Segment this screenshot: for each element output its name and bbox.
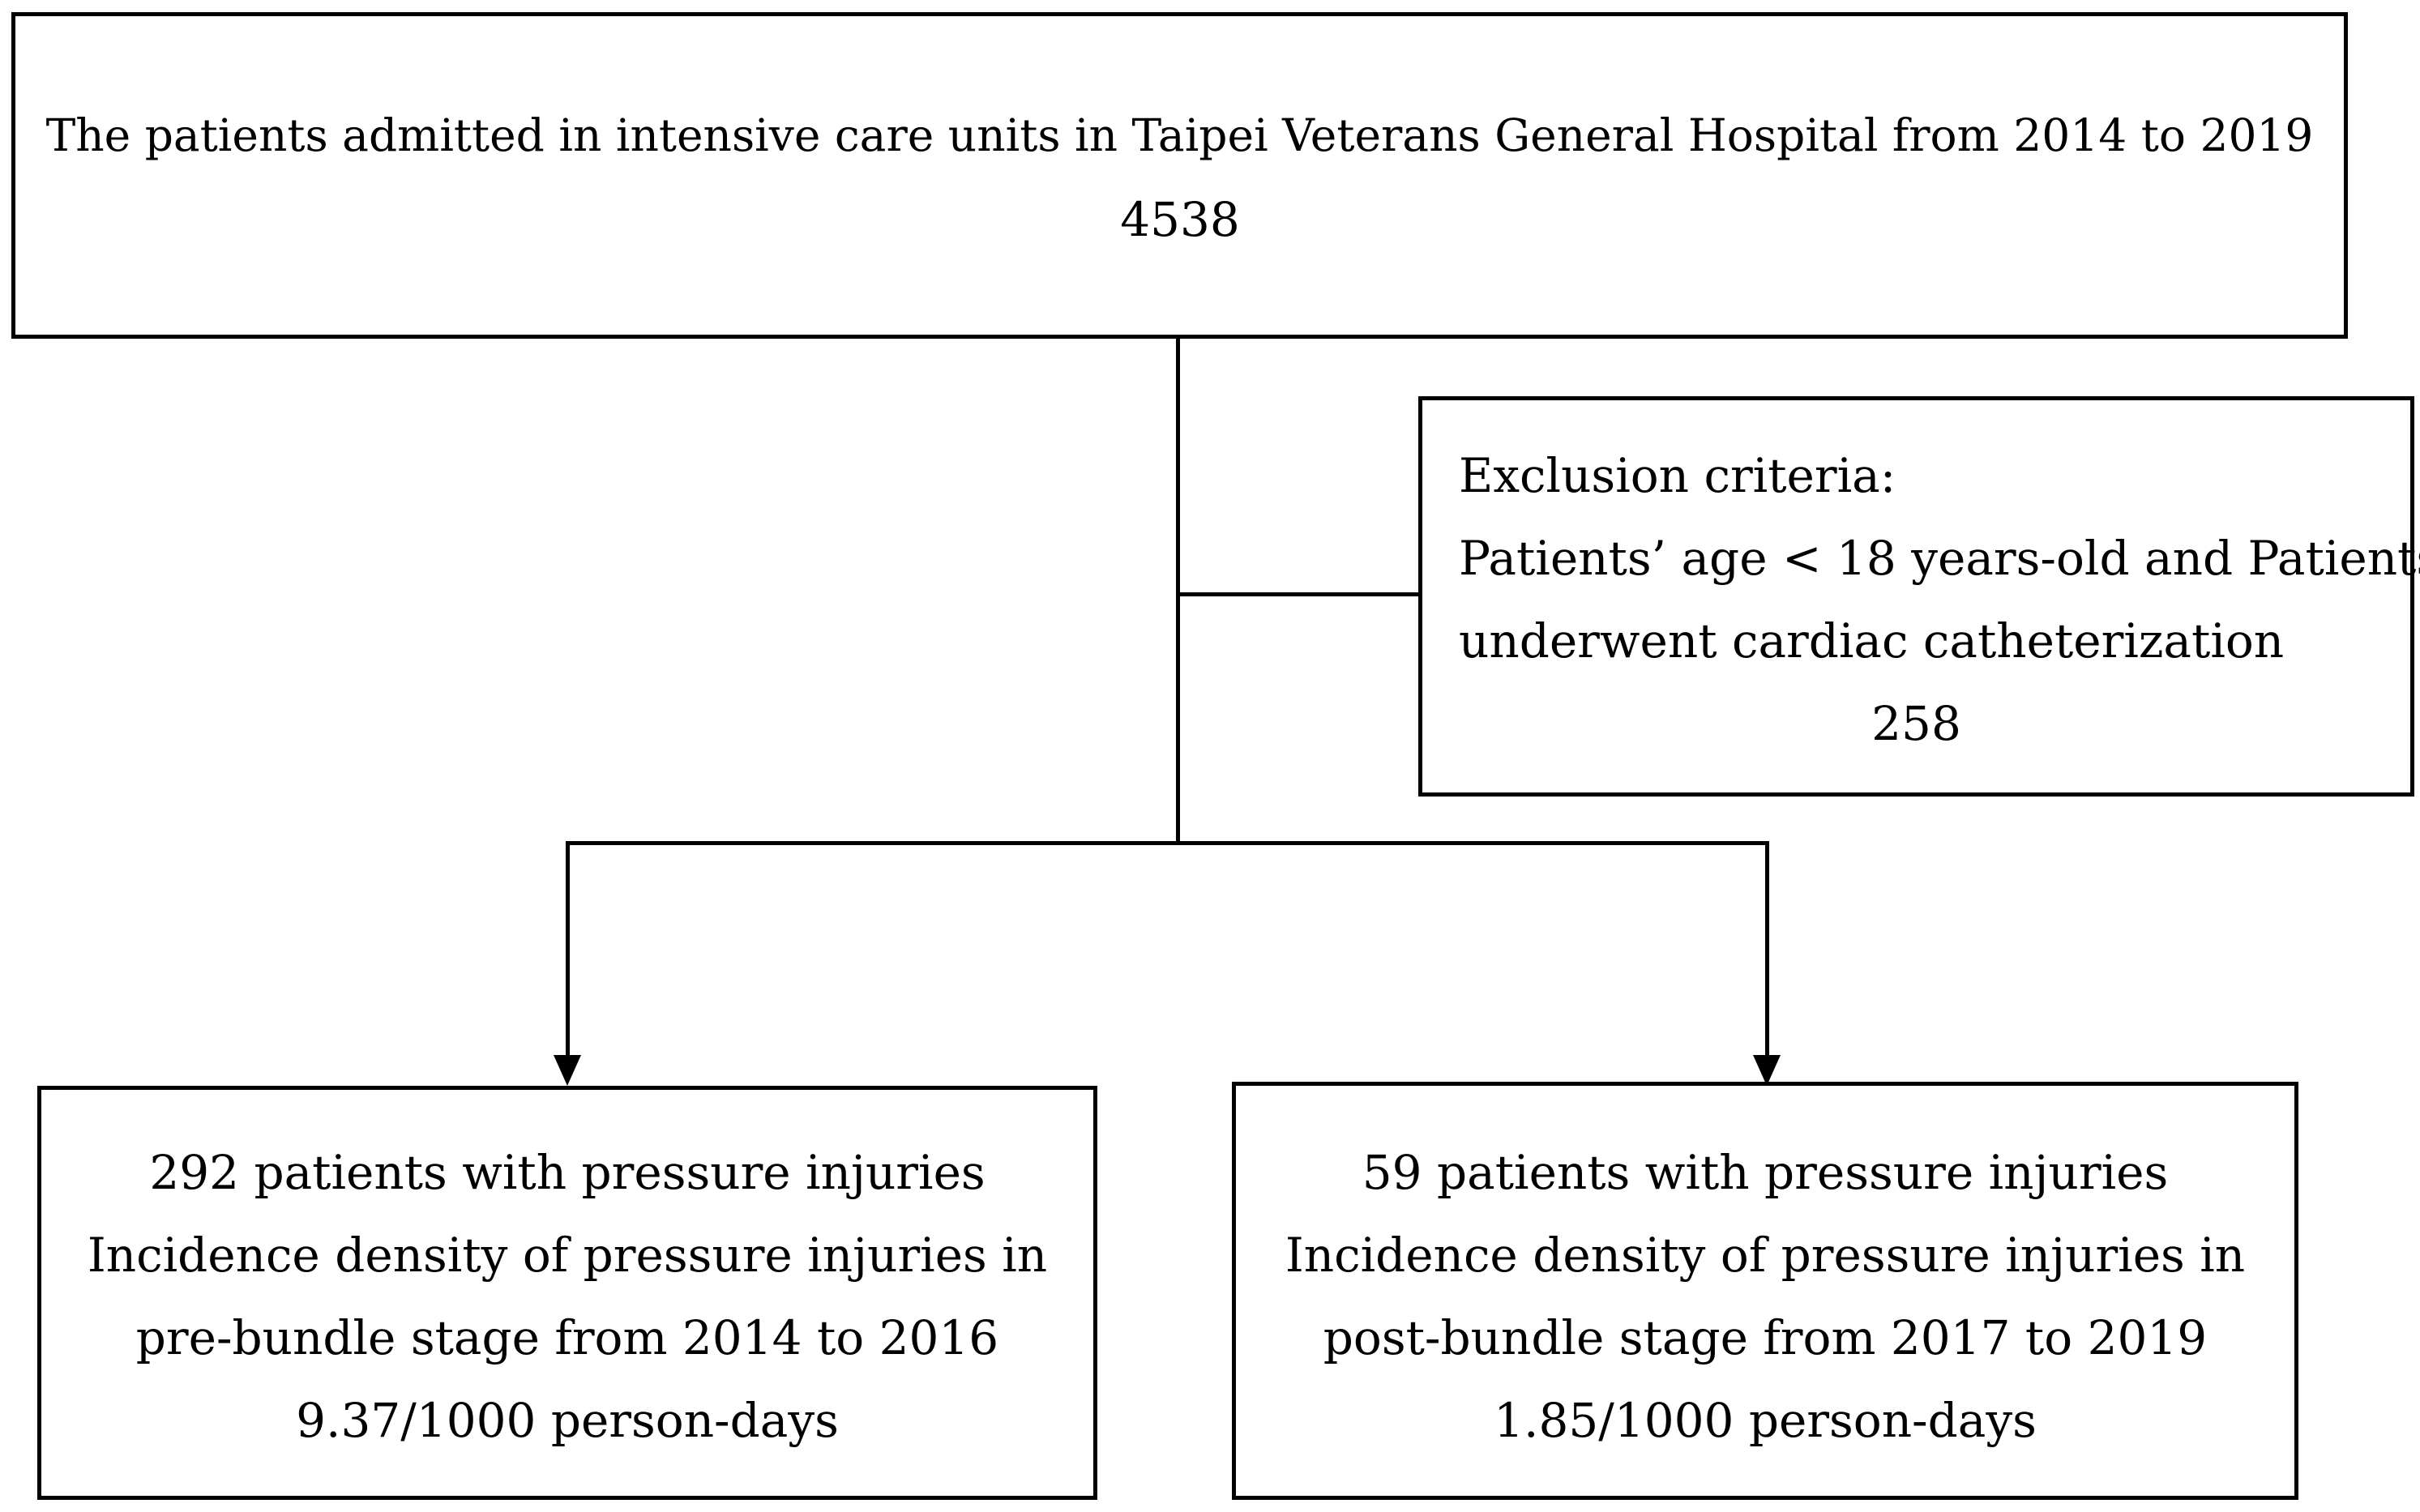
exclusion-heading: Exclusion criteria: [1459, 448, 1896, 503]
exclusion-box [1418, 396, 2414, 797]
top-box-count: 4538 [1120, 192, 1240, 247]
exclusion-branch-line [1176, 592, 1422, 596]
vertical-trunk-line [1176, 339, 1180, 845]
post-bundle-stage: post-bundle stage from 2017 to 2019 [1323, 1310, 2208, 1365]
pre-bundle-rate: 9.37/1000 person-days [296, 1393, 839, 1448]
left-arrowhead [554, 1055, 581, 1086]
pre-bundle-box [37, 1086, 1097, 1500]
post-bundle-incidence-label: Incidence density of pressure injuries i… [1285, 1228, 2246, 1283]
pre-bundle-incidence-label: Incidence density of pressure injuries i… [87, 1228, 1048, 1283]
top-box [11, 12, 2348, 339]
pre-bundle-stage: pre-bundle stage from 2014 to 2016 [135, 1310, 999, 1365]
top-box-title: The patients admitted in intensive care … [45, 109, 2314, 161]
pre-bundle-patients: 292 patients with pressure injuries [149, 1145, 986, 1200]
post-bundle-box [1232, 1082, 2298, 1500]
post-bundle-patients: 59 patients with pressure injuries [1362, 1145, 2169, 1200]
horizontal-split-line [566, 841, 1769, 845]
exclusion-count: 258 [1871, 696, 1961, 751]
right-drop-line [1765, 841, 1769, 1060]
left-drop-line [566, 841, 570, 1060]
right-arrowhead [1753, 1055, 1781, 1086]
exclusion-criteria-line1: Patients’ age < 18 years-old and Patient… [1459, 531, 2420, 586]
exclusion-criteria-line2: underwent cardiac catheterization [1459, 613, 2285, 668]
post-bundle-rate: 1.85/1000 person-days [1494, 1393, 2037, 1448]
